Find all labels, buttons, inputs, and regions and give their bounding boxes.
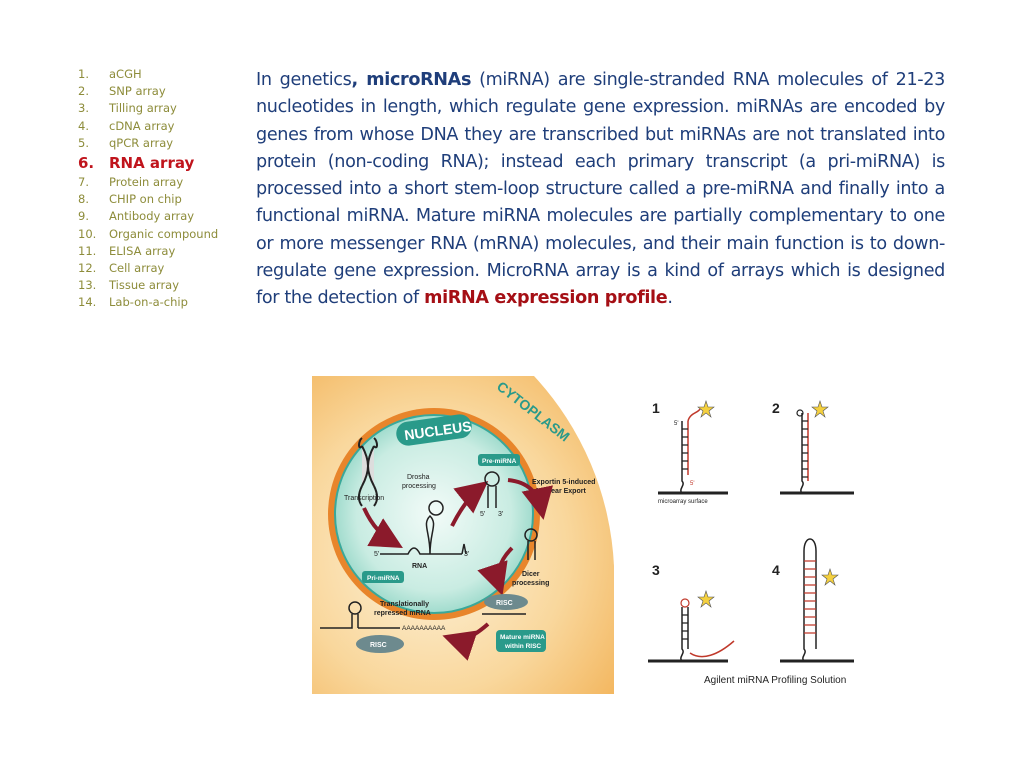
svg-text:5': 5' [374, 551, 379, 558]
risc-complex [484, 594, 528, 610]
arrow-repression [442, 622, 490, 661]
list-item: 3. Tilling array [78, 100, 248, 117]
risc-complex-2 [356, 635, 404, 653]
list-item-number: 7. [78, 175, 89, 190]
step-3-label: 3 [652, 562, 660, 578]
step-1-label: 1 [652, 400, 660, 416]
list-item-label: Antibody array [109, 209, 195, 224]
svg-text:Pri-miRNA: Pri-miRNA [367, 575, 400, 582]
list-item: 7. Protein array [78, 174, 248, 191]
list-item: 14. Lab-on-a-chip [78, 294, 248, 311]
list-item-label: SNP array [109, 84, 166, 99]
rna-label: RNA [412, 563, 427, 570]
svg-text:RISC: RISC [370, 642, 387, 649]
pri-mirna-strand [380, 500, 467, 555]
list-item-number: 8. [78, 192, 89, 207]
list-item-number: 13. [78, 278, 97, 293]
list-item: 4. cDNA array [78, 118, 248, 135]
repressed-mrna [320, 601, 400, 629]
pre-mirna-hairpin [484, 471, 500, 508]
svg-text:5': 5' [674, 421, 678, 427]
list-item-label: Cell array [109, 261, 165, 276]
mirna-description: In genetics, microRNAs (miRNA) are singl… [256, 67, 945, 313]
svg-text:3': 3' [464, 551, 469, 558]
arrow-transcription [362, 507, 403, 548]
svg-text:RISC: RISC [496, 600, 513, 607]
arrow-dicer [477, 546, 514, 596]
svg-text:5': 5' [480, 511, 485, 518]
step-2-probe [780, 400, 854, 495]
step-4-label: 4 [772, 562, 780, 578]
para-body: (miRNA) are single-stranded RNA molecule… [256, 70, 945, 309]
list-item-label: Organic compound [109, 226, 219, 241]
list-item: 10. Organic compound [78, 226, 248, 243]
list-item-number: 1. [78, 67, 89, 81]
list-item-number: 2. [78, 84, 89, 99]
para-end: . [667, 288, 673, 309]
transcription-label: Transcription [344, 495, 384, 502]
pre-mirna-tag [478, 454, 520, 466]
list-item-number: 11. [78, 243, 97, 258]
chromosome-icon [358, 437, 378, 507]
list-item: 5. qPCR array [78, 135, 248, 152]
svg-text:3': 3' [498, 511, 503, 518]
list-item-label: Tilling array [109, 101, 177, 116]
profiling-caption: Agilent miRNA Profiling Solution [704, 675, 846, 686]
list-item-label: Lab-on-a-chip [109, 295, 188, 310]
list-item-label: qPCR array [109, 135, 174, 150]
list-item-number: 14. [78, 295, 97, 310]
list-item: 6. RNA array [78, 152, 248, 174]
list-item-label: ELISA array [109, 243, 176, 258]
list-item-number: 5. [78, 135, 89, 150]
arrow-export [507, 478, 553, 520]
svg-text:AAAAAAAAAA: AAAAAAAAAA [402, 625, 446, 632]
list-item-label: CHIP on chip [109, 192, 182, 207]
list-item-label: cDNA array [109, 118, 175, 133]
list-item-label: Tissue array [109, 278, 180, 293]
list-item: 8. CHIP on chip [78, 191, 248, 208]
surface-label: microarray surface [658, 499, 708, 505]
mature-mirna-tag [496, 630, 546, 652]
list-item-number: 12. [78, 261, 97, 276]
para-intro: In genetics [256, 70, 352, 90]
list-item-label: aCGH [109, 67, 142, 81]
pri-mirna-tag [362, 571, 404, 583]
list-item-number: 6. [78, 154, 95, 173]
step-3-probe [648, 590, 735, 663]
list-item-label: Protein array [109, 175, 184, 190]
list-item: 9. Antibody array [78, 208, 248, 225]
list-item-label: RNA array [109, 154, 195, 173]
list-item: 1. aCGH [78, 66, 248, 83]
list-item: 11. ELISA array [78, 243, 248, 260]
svg-text:Pre-miRNA: Pre-miRNA [482, 458, 517, 465]
svg-text:5': 5' [690, 481, 694, 487]
list-item: 12. Cell array [78, 260, 248, 277]
list-item-number: 3. [78, 101, 89, 116]
list-item-number: 9. [78, 209, 89, 224]
para-highlight: miRNA expression profile [424, 288, 668, 309]
profiling-diagram: 1 5' 5' microarray surface 2 3 4 [648, 400, 854, 686]
arrow-drosha [450, 481, 489, 527]
list-item: 13. Tissue array [78, 277, 248, 294]
step-1-probe [658, 400, 728, 495]
step-2-label: 2 [772, 400, 780, 416]
para-term: , microRNAs [351, 70, 472, 90]
list-item: 2. SNP array [78, 83, 248, 100]
list-item-number: 10. [78, 226, 97, 241]
list-item-number: 4. [78, 118, 89, 133]
step-4-probe [780, 538, 854, 663]
array-type-list: 1. aCGH 2. SNP array 3. Tilling array 4. cDNA a… [78, 66, 248, 312]
